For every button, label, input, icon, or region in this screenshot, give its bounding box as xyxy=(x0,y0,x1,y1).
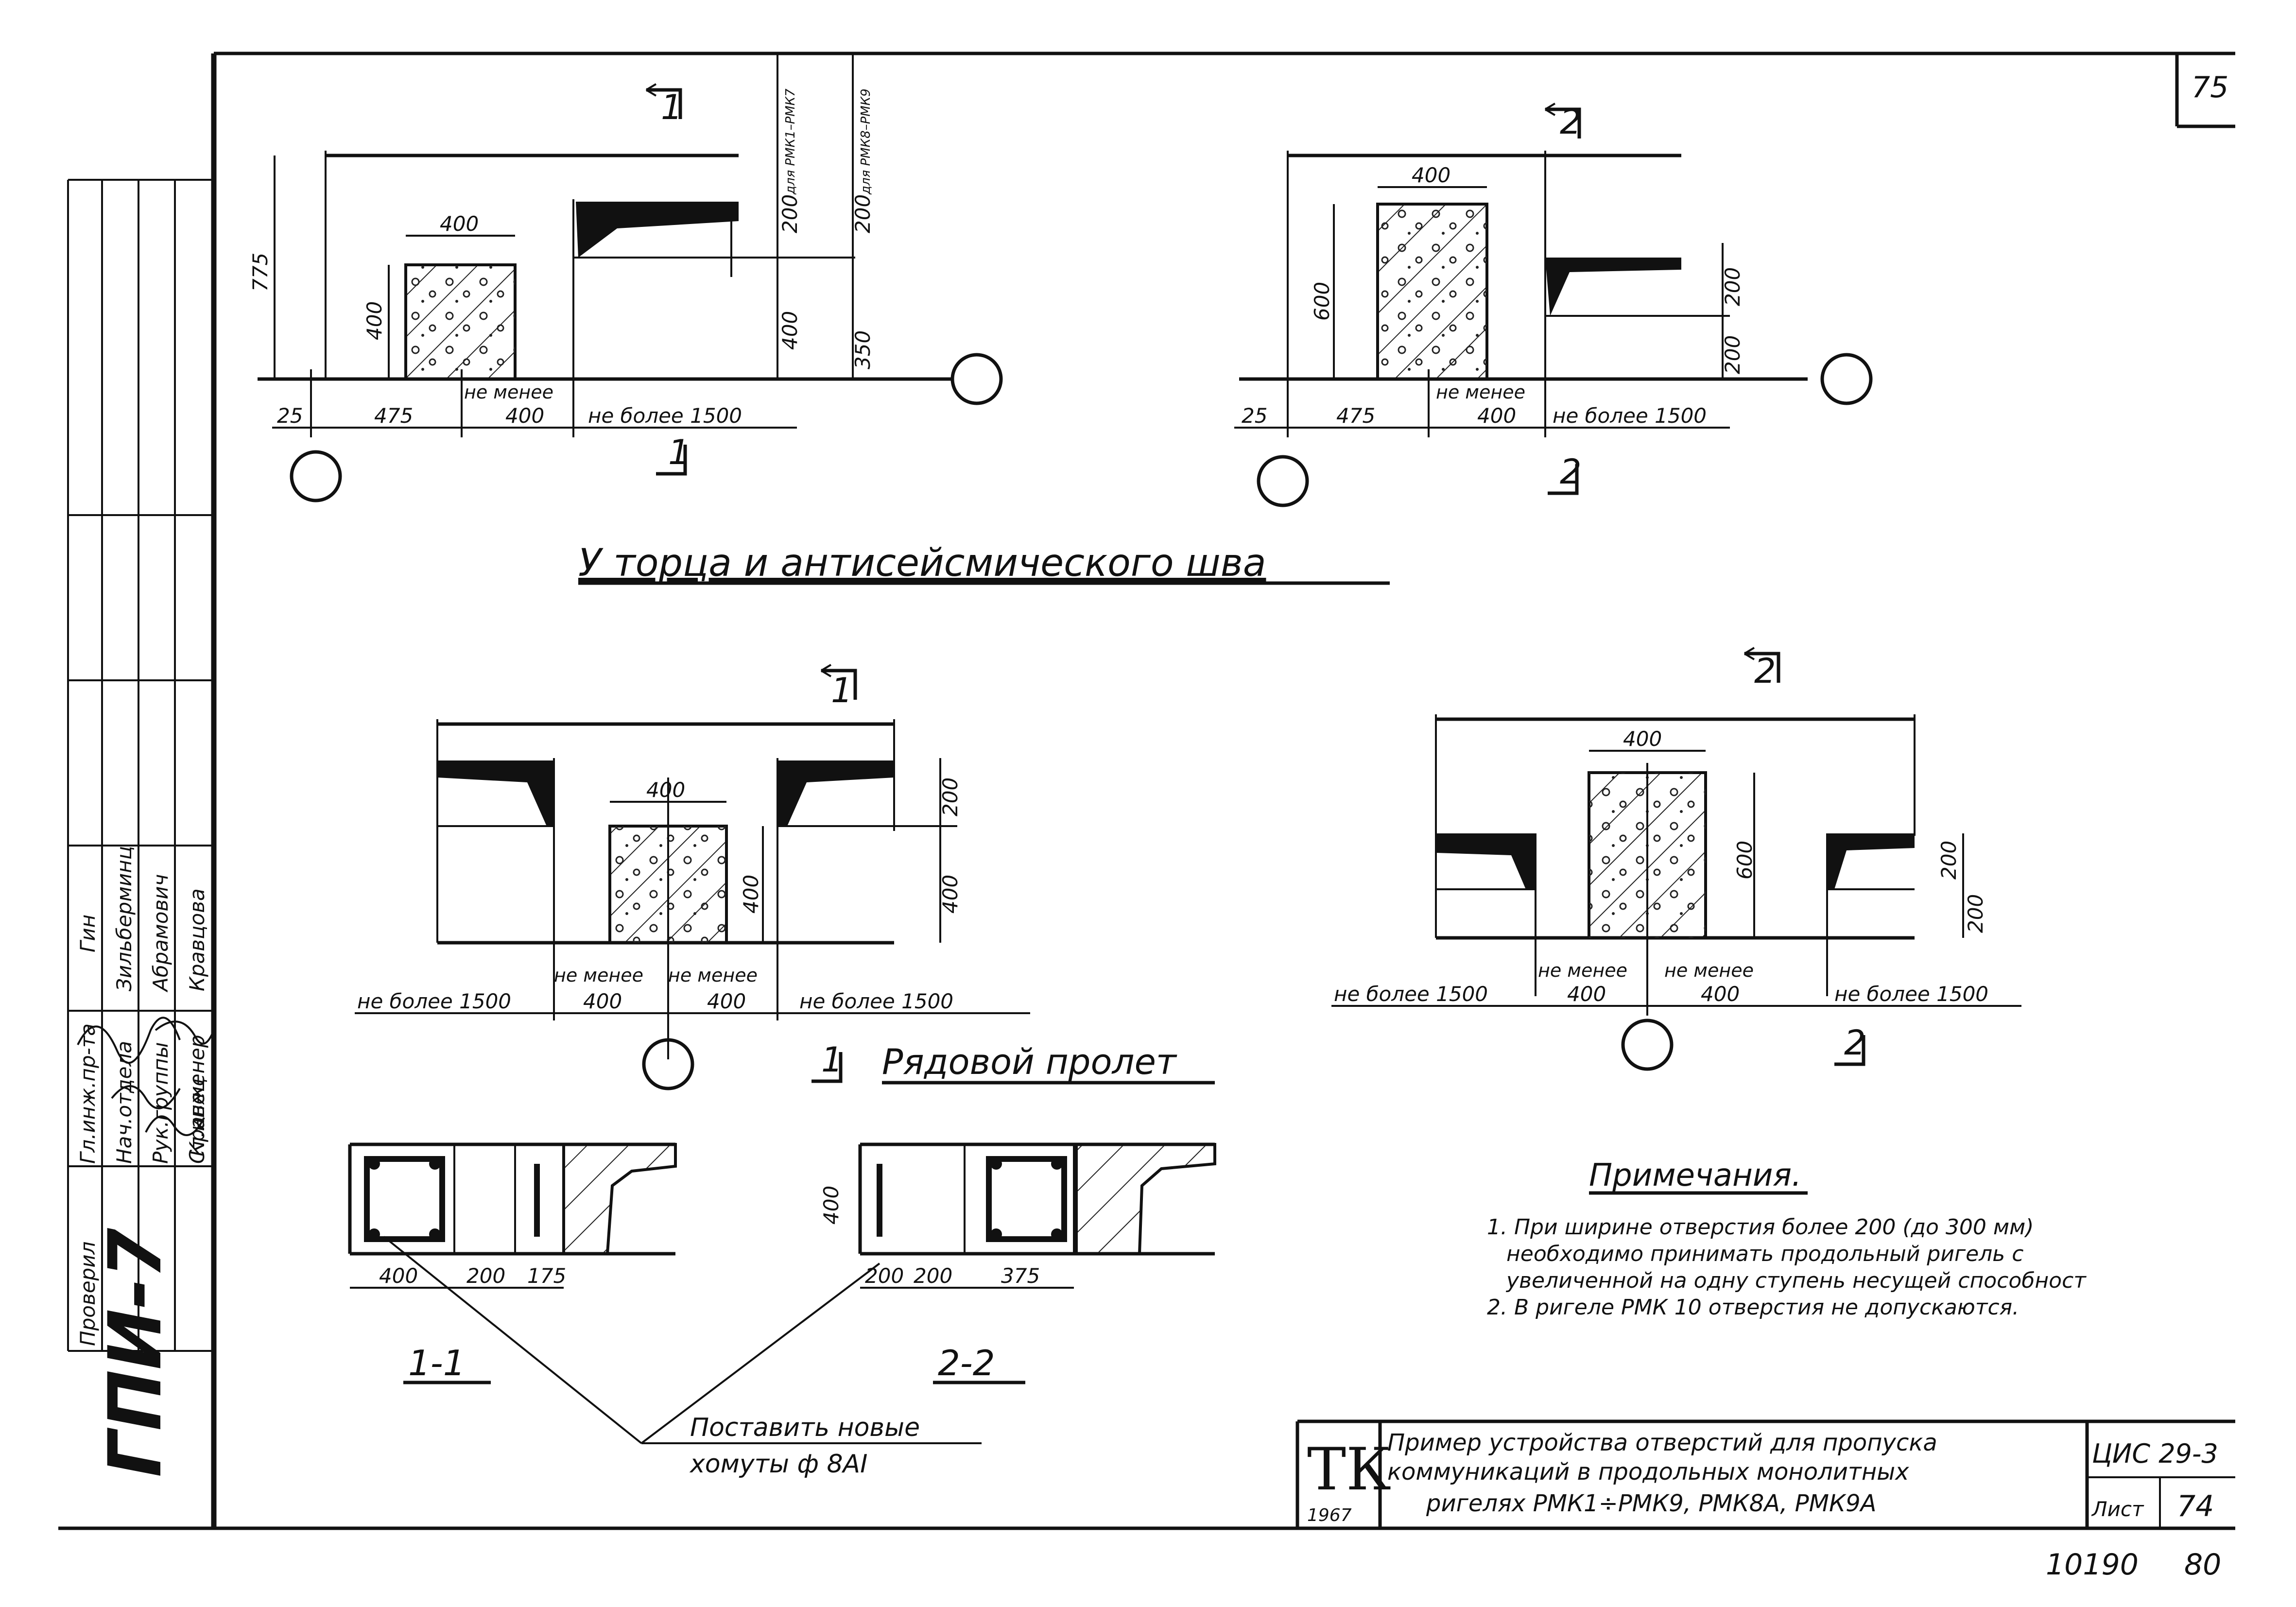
signatures-icon xyxy=(77,1017,215,1136)
svg-text:не более 1500: не более 1500 xyxy=(1553,404,1707,428)
notes-title: Примечания. xyxy=(1589,1158,1801,1193)
svg-text:не менее: не менее xyxy=(1436,381,1525,403)
svg-text:400: 400 xyxy=(739,875,763,914)
svg-text:350: 350 xyxy=(851,330,875,369)
svg-text:175: 175 xyxy=(527,1264,566,1288)
archive-suffix: 80 xyxy=(2184,1548,2221,1582)
svg-text:400: 400 xyxy=(440,212,479,236)
svg-text:не менее: не менее xyxy=(464,381,553,403)
svg-text:400: 400 xyxy=(1412,163,1450,187)
svg-text:200: 200 xyxy=(778,194,802,233)
side-stamp xyxy=(67,179,214,1352)
svg-text:2. В ригеле РМК 10 отверстия н: 2. В ригеле РМК 10 отверстия не допускаю… xyxy=(1487,1295,2019,1320)
svg-text:400: 400 xyxy=(363,301,386,340)
svg-text:400: 400 xyxy=(778,311,802,350)
section-1-1-label: 1-1 xyxy=(408,1343,466,1383)
svg-text:не менее: не менее xyxy=(668,965,758,986)
title-block: ТК 1967 Пример устройства отверстий для … xyxy=(1295,1419,2235,1582)
svg-text:400: 400 xyxy=(505,404,544,428)
svg-text:25: 25 xyxy=(277,404,303,428)
svg-text:хомуты ф 8АI: хомуты ф 8АI xyxy=(689,1450,867,1479)
mid-view2-marker-top: 2 xyxy=(1754,651,1776,691)
svg-text:200: 200 xyxy=(1937,841,1961,880)
svg-text:не более 1500: не более 1500 xyxy=(1334,982,1488,1006)
svg-text:400: 400 xyxy=(646,778,685,802)
leader-note: Поставить новые хомуты ф 8АI xyxy=(383,1236,982,1479)
section-1-1: 400 200 175 1-1 xyxy=(348,1142,677,1384)
svg-text:200: 200 xyxy=(938,778,962,816)
svg-text:400: 400 xyxy=(1623,727,1662,751)
middle-section-title: Рядовой пролет xyxy=(882,1041,1177,1082)
svg-text:600: 600 xyxy=(1310,282,1334,321)
sheet-corner-number: 75 xyxy=(2192,70,2228,104)
svg-text:400: 400 xyxy=(379,1264,418,1288)
org-stamp: ГПИ-7 xyxy=(93,1227,178,1477)
year: 1967 xyxy=(1307,1505,1352,1525)
top-view-1: 1 775 400 400 200 400 200 350 25 4 xyxy=(248,53,1003,502)
svg-text:не более 1500: не более 1500 xyxy=(799,989,953,1013)
svg-text:не менее: не менее xyxy=(1538,960,1627,981)
svg-text:375: 375 xyxy=(1001,1264,1040,1288)
sheet-frame xyxy=(58,52,2235,1530)
beam-label-b: для РМК8–РМК9 xyxy=(859,88,873,195)
series-code: ЦИС 29-3 xyxy=(2092,1438,2218,1469)
svg-text:200: 200 xyxy=(865,1264,904,1288)
svg-text:25: 25 xyxy=(1242,404,1267,428)
svg-text:400: 400 xyxy=(1477,404,1516,428)
svg-text:1. При ширине отверстия более: 1. При ширине отверстия более 200 (до 30… xyxy=(1487,1215,2034,1240)
svg-text:необходимо принимать продольны: необходимо принимать продольный ригель с xyxy=(1506,1242,2023,1266)
middle-view-2: 2 400 600 200 200 не более 1500 не менее… xyxy=(1331,647,2021,1071)
side-stamp-names: Гин Зильберминц Абрамович Кравцова Краве… xyxy=(76,846,209,1157)
svg-text:200: 200 xyxy=(851,194,875,233)
svg-text:Пример устройства отверстий дл: Пример устройства отверстий для пропуска xyxy=(1387,1429,1937,1456)
svg-text:не более 1500: не более 1500 xyxy=(1834,982,1988,1006)
org-logo: ТК xyxy=(1307,1436,1391,1503)
svg-text:200: 200 xyxy=(1721,267,1744,306)
svg-text:не более 1500: не более 1500 xyxy=(357,989,511,1013)
name-4: Кравцова xyxy=(185,888,209,991)
top-section-title: У торца и антисейсмического шва xyxy=(578,541,1266,585)
sheet-number: 74 xyxy=(2177,1489,2214,1523)
svg-text:увеличенной на одну ступень не: увеличенной на одну ступень несущей спос… xyxy=(1505,1268,2087,1293)
svg-text:не менее: не менее xyxy=(554,965,643,986)
top-view-2: 2 400 600 200 200 25 475 400 не менее не… xyxy=(1234,102,1873,507)
svg-text:400: 400 xyxy=(1567,982,1606,1006)
svg-text:200: 200 xyxy=(914,1264,952,1288)
svg-text:200: 200 xyxy=(1721,335,1744,374)
role-checked: Проверил xyxy=(76,1242,100,1346)
svg-text:600: 600 xyxy=(1733,841,1757,880)
svg-text:200: 200 xyxy=(1964,894,1987,933)
svg-text:400: 400 xyxy=(583,989,622,1013)
middle-view-1: 1 400 200 400 400 не более 1500 не менее… xyxy=(355,664,1030,1090)
notes-block: Примечания. 1. При ширине отверстия боле… xyxy=(1487,1158,2087,1320)
mid-view1-marker-top: 1 xyxy=(831,671,853,710)
svg-text:775: 775 xyxy=(248,253,272,292)
svg-text:Поставить новые: Поставить новые xyxy=(690,1413,920,1442)
svg-text:не менее: не менее xyxy=(1664,960,1754,981)
svg-text:ригелях РМК1÷РМК9, РМК8А, РМК9: ригелях РМК1÷РМК9, РМК8А, РМК9А xyxy=(1426,1490,1876,1517)
svg-text:475: 475 xyxy=(374,404,413,428)
sheet-label: Лист xyxy=(2091,1497,2144,1521)
archive-number: 10190 xyxy=(2046,1548,2139,1582)
name-3: Абрамович xyxy=(149,874,173,993)
svg-text:400: 400 xyxy=(1701,982,1740,1006)
section-2-2: 400 200 200 375 2-2 xyxy=(819,1142,1216,1384)
svg-text:400: 400 xyxy=(707,989,746,1013)
svg-text:475: 475 xyxy=(1336,404,1375,428)
beam-label-a: для РМК1–РМК7 xyxy=(783,88,798,195)
name-2: Зильберминц xyxy=(112,846,136,991)
role-senior-engineer: Ст.инженер xyxy=(185,1035,209,1164)
name-5: Кравец xyxy=(185,1078,209,1157)
svg-text:200: 200 xyxy=(466,1264,505,1288)
svg-text:400: 400 xyxy=(938,875,962,914)
section-2-2-label: 2-2 xyxy=(938,1343,995,1383)
name-1: Гин xyxy=(76,915,100,952)
svg-text:400: 400 xyxy=(819,1186,843,1225)
role-head-of-dept: Нач.отдела xyxy=(112,1041,136,1164)
role-chief-engineer: Гл.инж.пр-та xyxy=(76,1023,100,1164)
svg-text:не более 1500: не более 1500 xyxy=(588,404,742,428)
svg-text:коммуникаций в продольных моно: коммуникаций в продольных монолитных xyxy=(1387,1458,1909,1486)
